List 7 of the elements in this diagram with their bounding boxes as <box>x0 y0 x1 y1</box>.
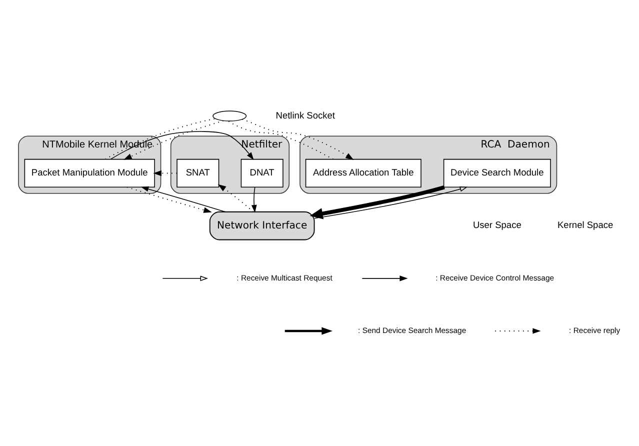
label: Kernel Space <box>558 220 614 230</box>
legend-label: : Receive Device Control Message <box>436 272 554 282</box>
label: User Space <box>472 220 522 230</box>
legend-label: : Receive Multicast Request <box>236 272 332 282</box>
legend-label: : Send Device Search Message <box>358 325 466 334</box>
legend-label: : Receive reply <box>569 325 620 334</box>
label: Netlink Socket <box>276 110 336 120</box>
